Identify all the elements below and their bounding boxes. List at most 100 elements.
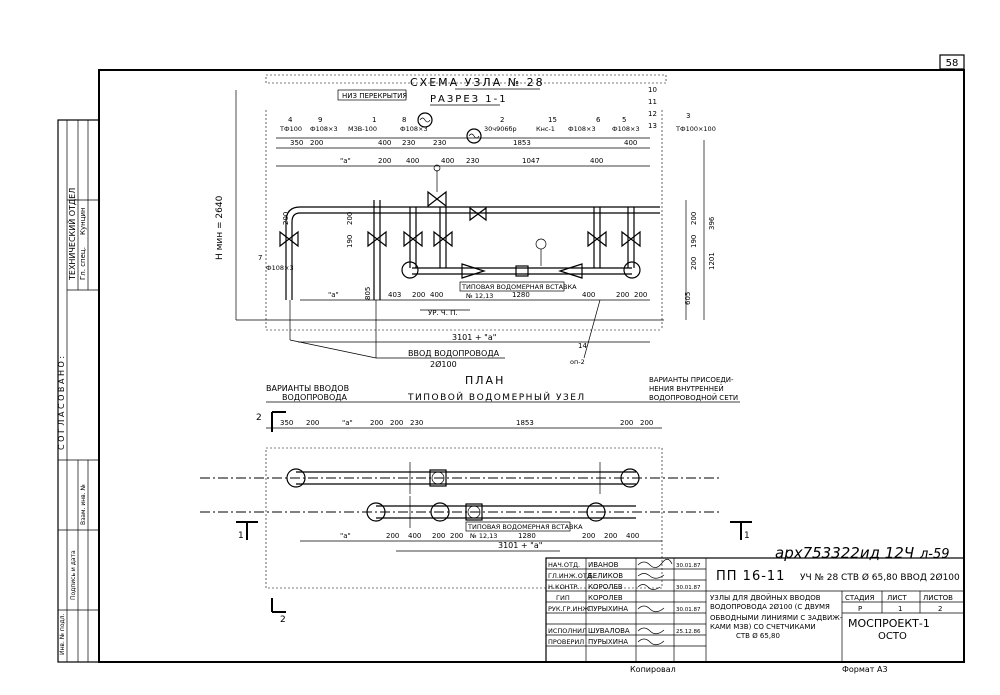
plan-title: ПЛАН bbox=[465, 374, 505, 387]
plan-bottom-dims: "а" 200 400 200 200 1280 200 200 400 bbox=[340, 532, 639, 540]
floor-level: УР. Ч. П. bbox=[428, 309, 458, 317]
dim: 805 bbox=[364, 287, 372, 300]
dim: 400 bbox=[408, 532, 421, 540]
section-subtitle: РАЗРЕЗ 1-1 bbox=[430, 94, 508, 105]
callout: 14 bbox=[578, 342, 587, 350]
plan-right-caption-2: НЕНИЯ ВНУТРЕННЕЙ bbox=[649, 384, 724, 393]
date: 30.01.87 bbox=[676, 563, 701, 569]
role: ИСПОЛНИЛ bbox=[548, 627, 587, 635]
sheet-label: ЛИСТ bbox=[887, 594, 907, 602]
callout: 9 bbox=[318, 116, 322, 124]
dim: 400 bbox=[406, 157, 419, 165]
dim: 200 bbox=[390, 419, 403, 427]
dim: 230 bbox=[433, 139, 446, 147]
inlet-label: ВВОД ВОДОПРОВОДА bbox=[408, 349, 500, 358]
dim: 230 bbox=[410, 419, 423, 427]
handwritten-ref: арх753322ид 12Ч bbox=[775, 544, 914, 562]
part-label: Ф108×3 bbox=[266, 264, 294, 272]
insert-ref: № 12,13 bbox=[465, 292, 493, 300]
plan-meter-box bbox=[465, 503, 483, 521]
role: ГИП bbox=[556, 594, 570, 602]
stamp-col-1: Инв. № подл. bbox=[59, 614, 66, 655]
dim: "а" bbox=[328, 291, 339, 299]
dim: 350 bbox=[280, 419, 293, 427]
water-meter-icon bbox=[466, 128, 482, 144]
cut-label: 2 bbox=[280, 615, 286, 625]
name: ИВАНОВ bbox=[588, 561, 619, 569]
stage-label: СТАДИЯ bbox=[845, 594, 875, 602]
dim: "а" bbox=[340, 157, 351, 165]
dim: 1280 bbox=[512, 291, 530, 299]
inlet-size: 2Ø100 bbox=[430, 359, 457, 369]
signatures bbox=[637, 558, 673, 646]
dim: 200 bbox=[450, 532, 463, 540]
plan-insert-label-box bbox=[465, 521, 571, 532]
riser-circle bbox=[586, 502, 606, 522]
name: ПУРЫХИНА bbox=[588, 638, 628, 646]
plan-top-dims: 350 200 "а" 200 200 230 1853 200 200 bbox=[280, 419, 653, 427]
role: ПРОВЕРИЛ bbox=[548, 638, 584, 646]
desc-line: УЗЛЫ ДЛЯ ДВОЙНЫХ ВВОДОВ bbox=[710, 593, 821, 602]
dim: 200 bbox=[378, 157, 391, 165]
dim: 200 bbox=[690, 257, 698, 270]
dim: 200 bbox=[306, 419, 319, 427]
name: ШУВАЛОВА bbox=[588, 627, 630, 635]
node-title: УЧ № 28 СТВ Ø 65,80 ВВОД 2Ø100 bbox=[800, 572, 960, 583]
section-bottom-dims: "а" 403 200 400 1280 400 200 200 bbox=[328, 291, 647, 299]
dim: 200 bbox=[310, 139, 323, 147]
riser-circle bbox=[286, 468, 306, 488]
desc-line: ВОДОПРОВОДА 2Ø100 (С ДВУМЯ bbox=[710, 603, 830, 611]
org-subname: ОСТО bbox=[878, 631, 907, 642]
vert-dim-label: Н мин = 2640 bbox=[215, 195, 225, 260]
section-right-dims: 396 200 190 200 1201 605 805 200 190 200 bbox=[282, 212, 716, 305]
pipe-section-circle bbox=[623, 261, 641, 279]
callout: 6 bbox=[596, 116, 601, 124]
plan-left-caption-1: ВАРИАНТЫ ВВОДОВ bbox=[266, 384, 349, 393]
title-block-dates: 30.01.87 30.01.87 30.01.87 25.12.86 bbox=[676, 563, 701, 635]
part-label: оп-2 bbox=[570, 358, 585, 366]
role: ГЛ.ИНЖ.ОТД. bbox=[548, 572, 594, 580]
org-name: МОСПРОЕКТ-1 bbox=[848, 617, 930, 630]
dim: 400 bbox=[626, 532, 639, 540]
part-label: Кнс-1 bbox=[536, 125, 555, 133]
callout: 12 bbox=[648, 110, 657, 118]
gate-valves bbox=[279, 190, 641, 248]
doc-code: ПП 16-11 bbox=[716, 569, 785, 584]
page-number: 58 bbox=[946, 58, 959, 69]
insert-label-box bbox=[459, 281, 565, 292]
floor-note-box bbox=[337, 89, 407, 101]
dim: 1047 bbox=[522, 157, 540, 165]
dim: 190 bbox=[690, 235, 698, 248]
riser-circle bbox=[366, 502, 386, 522]
dim: "а" bbox=[340, 532, 351, 540]
callout: 3 bbox=[686, 112, 690, 120]
title-description: УЗЛЫ ДЛЯ ДВОЙНЫХ ВВОДОВ ВОДОПРОВОДА 2Ø10… bbox=[710, 593, 843, 640]
dim: 1853 bbox=[513, 139, 531, 147]
dim: 200 bbox=[386, 532, 399, 540]
title-block bbox=[545, 557, 965, 663]
sheet-value: 1 bbox=[898, 605, 902, 613]
desc-line: КАМИ МЗВ) СО СЧЕТЧИКАМИ bbox=[710, 623, 816, 631]
plan-center-caption: ТИПОВОЙ ВОДОМЕРНЫЙ УЗЕЛ bbox=[407, 391, 586, 403]
part-label: ТФ100 bbox=[279, 125, 302, 133]
dim: 200 bbox=[346, 212, 354, 225]
stamp-col-3: Взам. инв. № bbox=[80, 484, 87, 525]
part-label: 30ч906бр bbox=[484, 125, 517, 133]
dim: 190 bbox=[346, 235, 354, 248]
title-block-names: ИВАНОВ БЕЛИКОВ КОРОЛЕВ КОРОЛЕВ ПУРЫХИНА … bbox=[588, 561, 630, 646]
reducer-icon bbox=[461, 263, 486, 279]
ceiling-slab bbox=[265, 74, 667, 84]
stamp-spec-role: Гл. спец. bbox=[79, 247, 87, 280]
dim: 400 bbox=[624, 139, 637, 147]
desc-line: СТВ Ø 65,80 bbox=[736, 632, 780, 640]
stamp-col-2: Подпись и дата bbox=[70, 550, 77, 600]
section-part-labels: ТФ100 Ф108×3 МЗВ-100 Ф108×3 30ч906бр Кнс… bbox=[266, 125, 716, 366]
date: 30.01.87 bbox=[676, 585, 701, 591]
water-meter-icon bbox=[417, 112, 433, 128]
cut-label: 1 bbox=[238, 531, 244, 541]
plan-left-caption-2: ВОДОПРОВОДА bbox=[282, 393, 348, 402]
insert-label: ТИПОВАЯ ВОДОМЕРНАЯ ВСТАВКА bbox=[461, 283, 577, 291]
date: 25.12.86 bbox=[676, 629, 701, 635]
callout: 11 bbox=[648, 98, 657, 106]
section-callouts: 4 9 1 8 2 15 6 5 3 7 14 10 11 12 13 bbox=[258, 86, 690, 350]
